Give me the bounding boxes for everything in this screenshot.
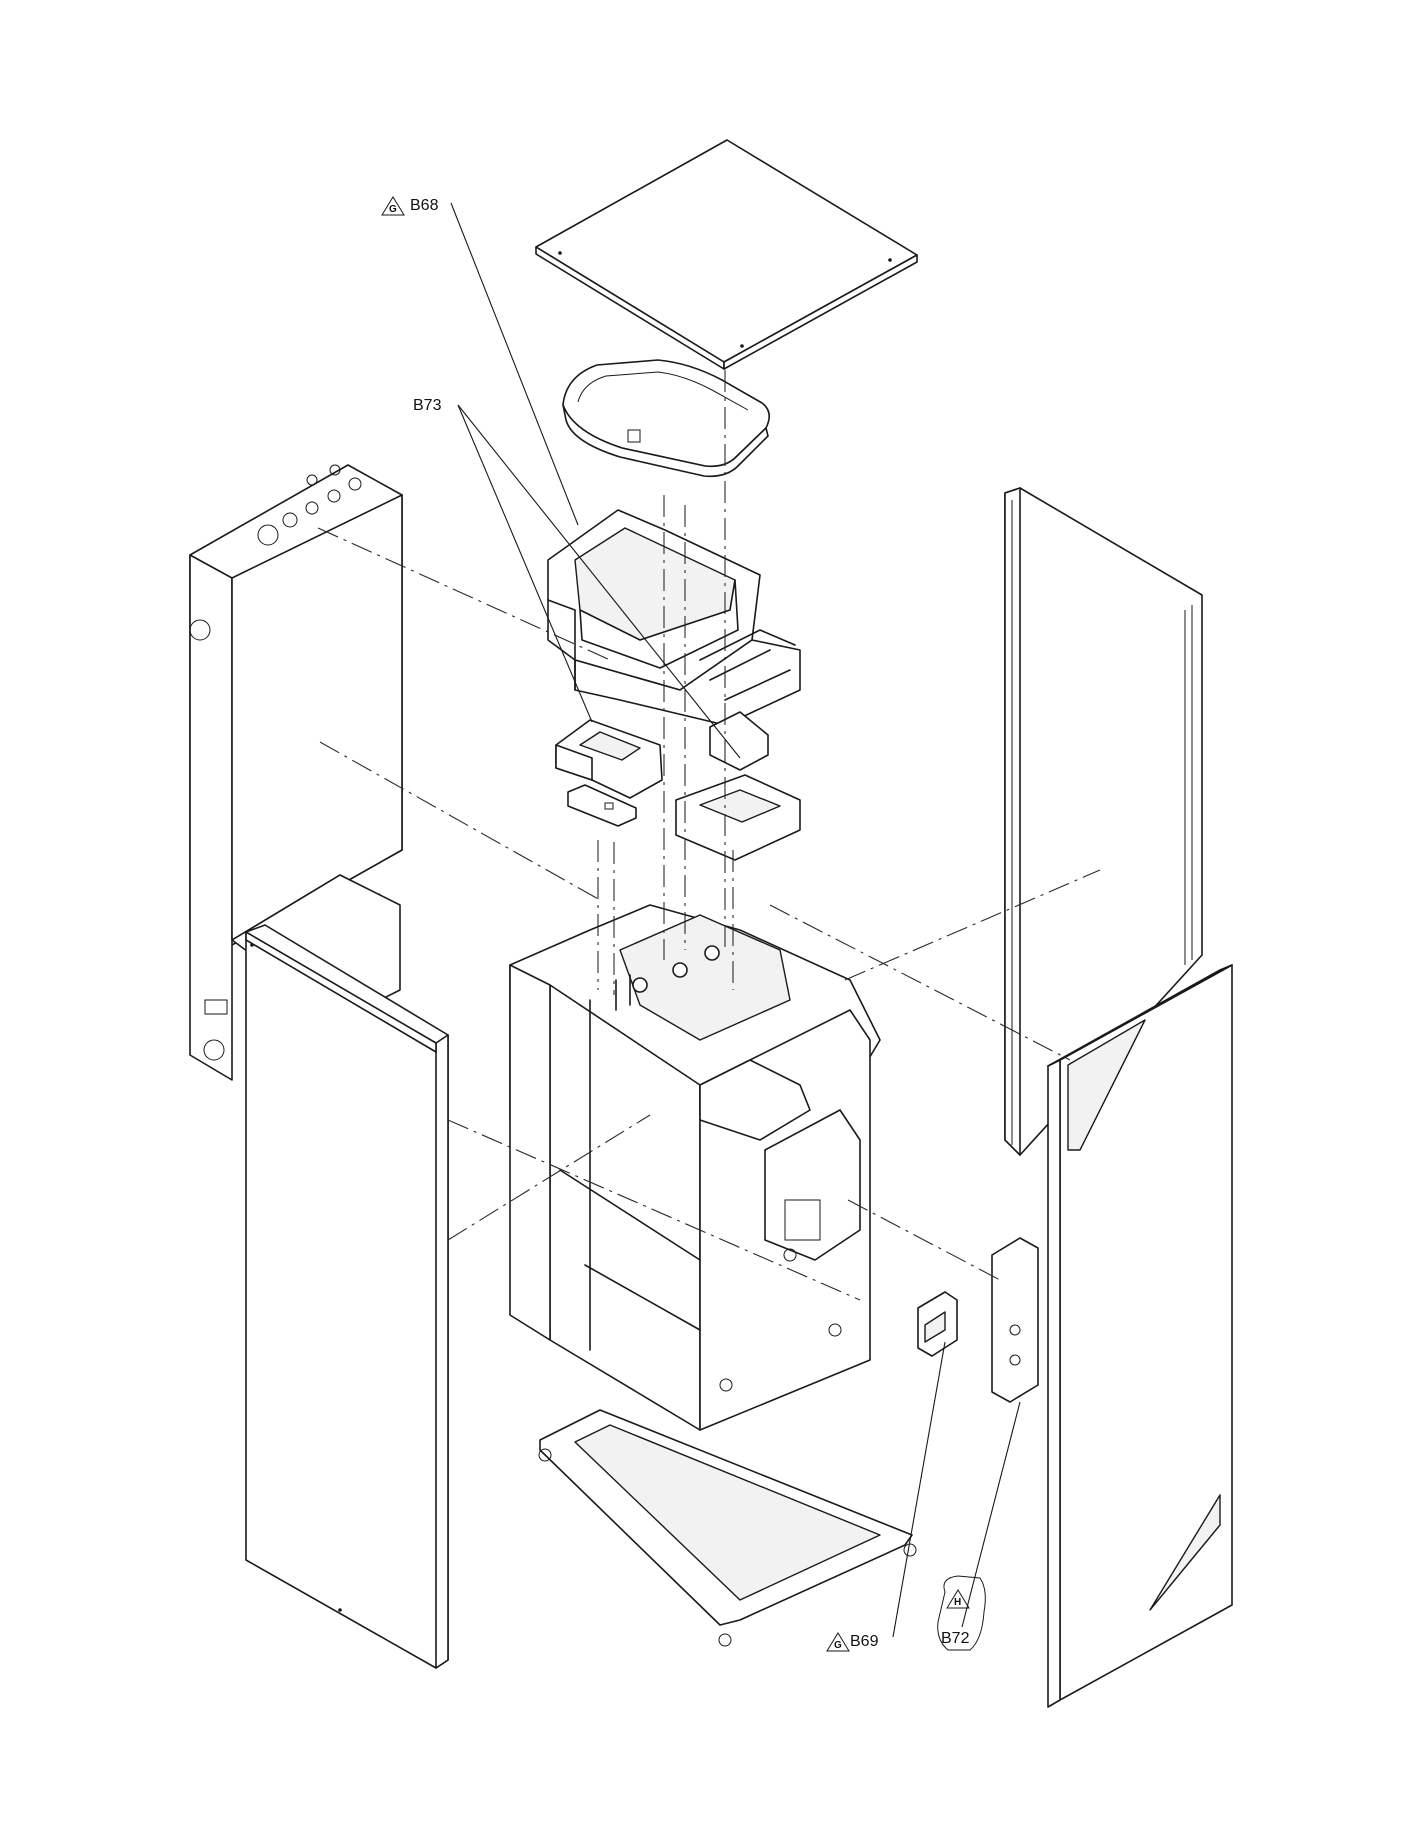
tall-bracket-b72 bbox=[991, 1237, 1039, 1403]
callout-b68-label: B68 bbox=[410, 197, 439, 214]
insulation-block-left bbox=[555, 719, 663, 799]
callout-b73: B73 bbox=[413, 397, 442, 414]
callout-b69-label: B69 bbox=[850, 1633, 879, 1650]
insulation-block-right bbox=[675, 711, 801, 861]
leader-lines bbox=[450, 202, 1021, 1638]
right-front-panel bbox=[1047, 964, 1233, 1708]
main-unit-body bbox=[509, 904, 881, 1431]
callout-b68-symbol: G bbox=[389, 204, 397, 215]
callout-b73-label: B73 bbox=[413, 397, 442, 414]
base-frame bbox=[538, 1409, 917, 1647]
small-bracket-b69 bbox=[917, 1291, 958, 1357]
top-cover-plate bbox=[535, 139, 918, 370]
callout-b69-symbol: G bbox=[834, 1640, 842, 1651]
left-front-panel bbox=[245, 924, 449, 1669]
callout-b72: H B72 bbox=[937, 1575, 986, 1651]
expansion-vessel bbox=[562, 359, 770, 478]
upper-insulation-shell bbox=[547, 509, 801, 726]
insulation-strip-left bbox=[567, 784, 637, 827]
callout-b72-label: B72 bbox=[941, 1630, 970, 1647]
alignment-lines bbox=[317, 370, 1101, 1301]
callout-b68: G B68 bbox=[381, 196, 439, 216]
callout-b72-symbol: H bbox=[954, 1597, 961, 1608]
left-rear-panel bbox=[189, 464, 403, 1081]
right-rear-panel bbox=[1004, 487, 1203, 1156]
callout-b69: G B69 bbox=[826, 1632, 879, 1652]
